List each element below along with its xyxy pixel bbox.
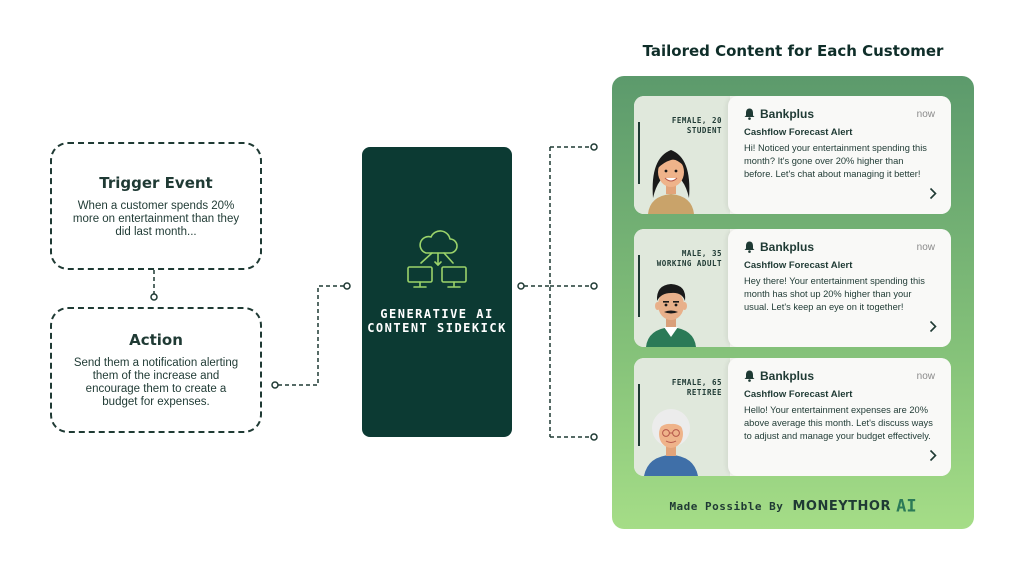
bank-name: Bankplus [760,107,815,121]
bell-icon [744,370,755,382]
persona-section: FEMALE, 65 RETIREE [634,358,730,476]
persona-role: RETIREE [686,388,722,397]
notification-time: now [916,109,935,120]
persona-age: FEMALE, 65 [671,378,722,387]
bank-name: Bankplus [760,240,815,254]
alert-message: Hello! Your entertainment expenses are 2… [744,405,933,441]
notification-card-female-65[interactable]: FEMALE, 65 RETIREE [634,358,951,476]
connector-node [590,282,598,290]
connector-node [590,433,598,441]
action-description: Send them a notification alerting them o… [73,357,239,408]
ai-sidekick-box: GENERATIVE AI CONTENT SIDEKICK [362,147,512,437]
action-title: Action [129,331,183,349]
persona-divider [638,122,640,184]
connector-node [150,293,158,301]
persona-label: MALE, 35 WORKING ADULT [657,249,722,269]
chevron-right-icon[interactable] [929,449,937,462]
alert-message: Hey there! Your entertainment spending t… [744,276,925,312]
connector-node [271,381,279,389]
tailored-content-panel: FEMALE, 20 STUDENT [612,76,974,529]
bell-icon [744,108,755,120]
persona-age: MALE, 35 [681,249,722,258]
persona-role: WORKING ADULT [656,259,722,268]
cloud-network-icon [407,230,467,288]
chevron-right-icon[interactable] [929,187,937,200]
trigger-event-box: Trigger Event When a customer spends 20%… [50,142,262,270]
notification-content: Bankplus now Cashflow Forecast Alert Hel… [728,358,951,476]
notification-time: now [916,371,935,382]
alert-message: Hi! Noticed your entertainment spending … [744,143,927,179]
notification-content: Bankplus now Cashflow Forecast Alert Hi!… [728,96,951,214]
persona-age: FEMALE, 20 [671,116,722,125]
trigger-event-title: Trigger Event [99,174,213,192]
footer-prefix: Made Possible By [669,500,784,513]
alert-title: Cashflow Forecast Alert [744,389,853,400]
ai-sidekick-title-text: GENERATIVE AI CONTENT SIDEKICK [367,307,507,335]
adult-man-avatar [646,284,696,347]
connector-node [343,282,351,290]
persona-label: FEMALE, 65 RETIREE [672,378,722,398]
notification-content: Bankplus now Cashflow Forecast Alert Hey… [728,229,951,347]
persona-divider [638,384,640,446]
action-box: Action Send them a notification alerting… [50,307,262,433]
connector-node [517,282,525,290]
chevron-right-icon[interactable] [929,320,937,333]
alert-title: Cashflow Forecast Alert [744,127,853,138]
persona-section: MALE, 35 WORKING ADULT [634,229,730,347]
young-woman-avatar [648,150,694,214]
persona-label: FEMALE, 20 STUDENT [672,116,722,136]
trigger-event-description: When a customer spends 20% more on enter… [72,200,240,238]
bank-name: Bankplus [760,369,815,383]
bell-icon [744,241,755,253]
notification-card-male-35[interactable]: MALE, 35 WORKING ADULT [634,229,951,347]
ai-sidekick-title: GENERATIVE AI CONTENT SIDEKICK [362,307,512,335]
notification-card-female-20[interactable]: FEMALE, 20 STUDENT [634,96,951,214]
panel-heading: Tailored Content for Each Customer [642,42,944,60]
alert-title: Cashflow Forecast Alert [744,260,853,271]
footer-brand: MONEYTHOR [792,499,891,514]
panel-footer: Made Possible By MONEYTHOR AI [612,496,974,517]
action-to-sidekick-connector [278,285,344,386]
persona-role: STUDENT [686,126,722,135]
footer-ai: AI [896,496,917,517]
persona-divider [638,255,640,317]
connector-node [590,143,598,151]
notification-time: now [916,242,935,253]
persona-section: FEMALE, 20 STUDENT [634,96,730,214]
elderly-woman-avatar [644,409,698,476]
